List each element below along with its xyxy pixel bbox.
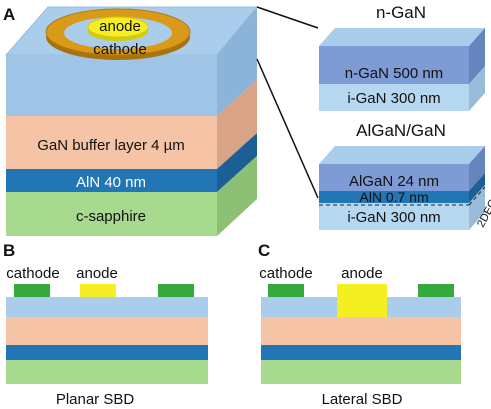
lateral-anode-label: anode: [341, 265, 383, 282]
planar-sbd-stack: [6, 284, 208, 384]
cube-cathode-label: cathode: [93, 41, 146, 58]
cube-anode-label: anode: [99, 18, 141, 35]
planar-cathode-left: [14, 284, 50, 297]
lateral-cathode-right: [418, 284, 454, 297]
connector-bottom: [256, 58, 319, 199]
planar-cathode-label: cathode: [6, 265, 59, 282]
cube-front-sapphire: [6, 192, 217, 236]
planar-layer-aln: [6, 345, 208, 360]
planar-anode: [80, 284, 116, 297]
inset-ngan-layer-ngan: n-GaN 500 nm: [345, 65, 443, 82]
lateral-layer-gan-left: [261, 297, 337, 317]
lateral-sbd-stack: [261, 284, 461, 384]
cube-side-aln: [217, 133, 257, 192]
cube-side-gan: [217, 7, 257, 116]
planar-anode-label: anode: [76, 265, 118, 282]
lateral-cathode-label: cathode: [259, 265, 312, 282]
panel-label-b: B: [3, 241, 15, 260]
planar-layer-sapphire: [6, 360, 208, 384]
inset-algan-layer-aln: AlN 0.7 nm: [359, 189, 428, 205]
layer-label-sapphire: c-sapphire: [76, 208, 146, 225]
inset-ngan-stack: [319, 28, 485, 111]
inset-algan-title: AlGaN/GaN: [356, 121, 446, 140]
inset-algan-stack: [319, 146, 486, 230]
lateral-layer-buffer: [261, 317, 461, 345]
layer-label-buffer: GaN buffer layer 4 µm: [37, 137, 185, 154]
lateral-layer-sapphire: [261, 360, 461, 384]
inset-algan-layer-igan: i-GaN 300 nm: [347, 209, 440, 226]
connector-top: [256, 6, 319, 29]
panel-label-c: C: [258, 241, 270, 260]
lateral-cathode-left: [268, 284, 304, 297]
lateral-layer-aln: [261, 345, 461, 360]
inset-ngan-title: n-GaN: [376, 3, 426, 22]
layer-label-aln: AlN 40 nm: [76, 174, 146, 191]
lateral-caption: Lateral SBD: [322, 391, 403, 408]
lateral-anode: [337, 284, 387, 317]
planar-caption: Planar SBD: [56, 391, 135, 408]
inset-algan-layer-algan: AlGaN 24 nm: [349, 173, 439, 190]
inset-ngan-layer-igan: i-GaN 300 nm: [347, 90, 440, 107]
cube-front-gan: [6, 55, 217, 116]
planar-cathode-right: [158, 284, 194, 297]
cube-side-sapphire: [217, 156, 257, 236]
lateral-layer-gan-right: [387, 297, 461, 317]
electrode-ring: [45, 8, 191, 60]
cube-side-buffer: [217, 80, 257, 169]
cube-front-aln: [6, 169, 217, 192]
planar-layer-gan: [6, 297, 208, 317]
planar-layer-buffer: [6, 317, 208, 345]
cube-front-buffer: [6, 116, 217, 169]
device-cube: GaN buffer layer 4 µm AlN 40 nm c-sapphi…: [4, 6, 259, 236]
panel-label-a: A: [3, 5, 15, 24]
